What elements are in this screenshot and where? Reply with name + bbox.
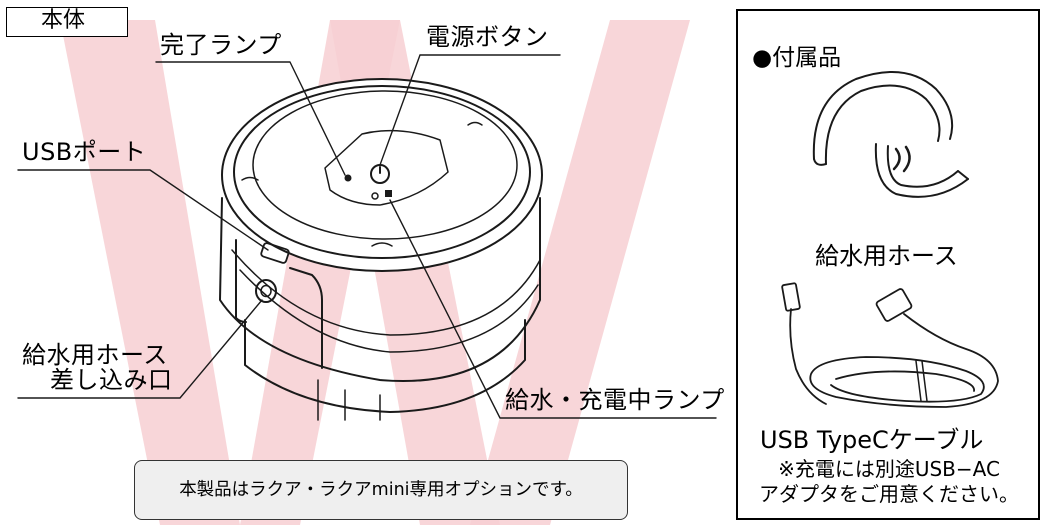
device-top bbox=[221, 78, 543, 272]
leader-hose-inlet bbox=[17, 299, 263, 399]
control-plate bbox=[324, 129, 449, 206]
label-hose-inlet-line2: 差し込み口 bbox=[50, 366, 173, 394]
usb-cable-icon bbox=[781, 282, 999, 408]
usb-port-icon bbox=[260, 242, 290, 264]
label-complete-lamp: 完了ランプ bbox=[160, 31, 282, 59]
accessories-illustration bbox=[781, 70, 999, 408]
label-accessory-cable: USB TypeCケーブル bbox=[760, 426, 984, 454]
leader-complete-lamp bbox=[155, 61, 346, 176]
device-body bbox=[219, 197, 541, 382]
leader-power-button bbox=[379, 54, 561, 166]
accessories-title: ●付属品 bbox=[752, 45, 842, 71]
section-title: 本体 bbox=[6, 7, 128, 37]
accessory-adapter-note: ※充電には別途USB−AC アダプタをご用意ください。 bbox=[743, 457, 1035, 507]
hose-inlet-icon bbox=[255, 279, 277, 303]
accessory-note-line1: ※充電には別途USB−AC bbox=[778, 457, 1000, 481]
label-accessory-hose: 給水用ホース bbox=[815, 242, 958, 270]
label-usb-port: USBポート bbox=[22, 138, 147, 166]
leader-usb-port bbox=[17, 169, 269, 251]
label-power-button: 電源ボタン bbox=[426, 23, 549, 51]
label-hose-inlet-line1: 給水用ホース bbox=[22, 341, 168, 369]
accessories-panel bbox=[736, 9, 1040, 520]
device-illustration bbox=[17, 54, 717, 421]
leader-charge-lamp bbox=[389, 199, 717, 419]
label-charge-lamp: 給水・充電中ランプ bbox=[505, 386, 725, 414]
hose-icon bbox=[812, 70, 969, 198]
compatibility-note: 本製品はラクア・ラクアmini専用オプションです。 bbox=[134, 460, 628, 520]
accessory-note-line2: アダプタをご用意ください。 bbox=[759, 482, 1019, 506]
